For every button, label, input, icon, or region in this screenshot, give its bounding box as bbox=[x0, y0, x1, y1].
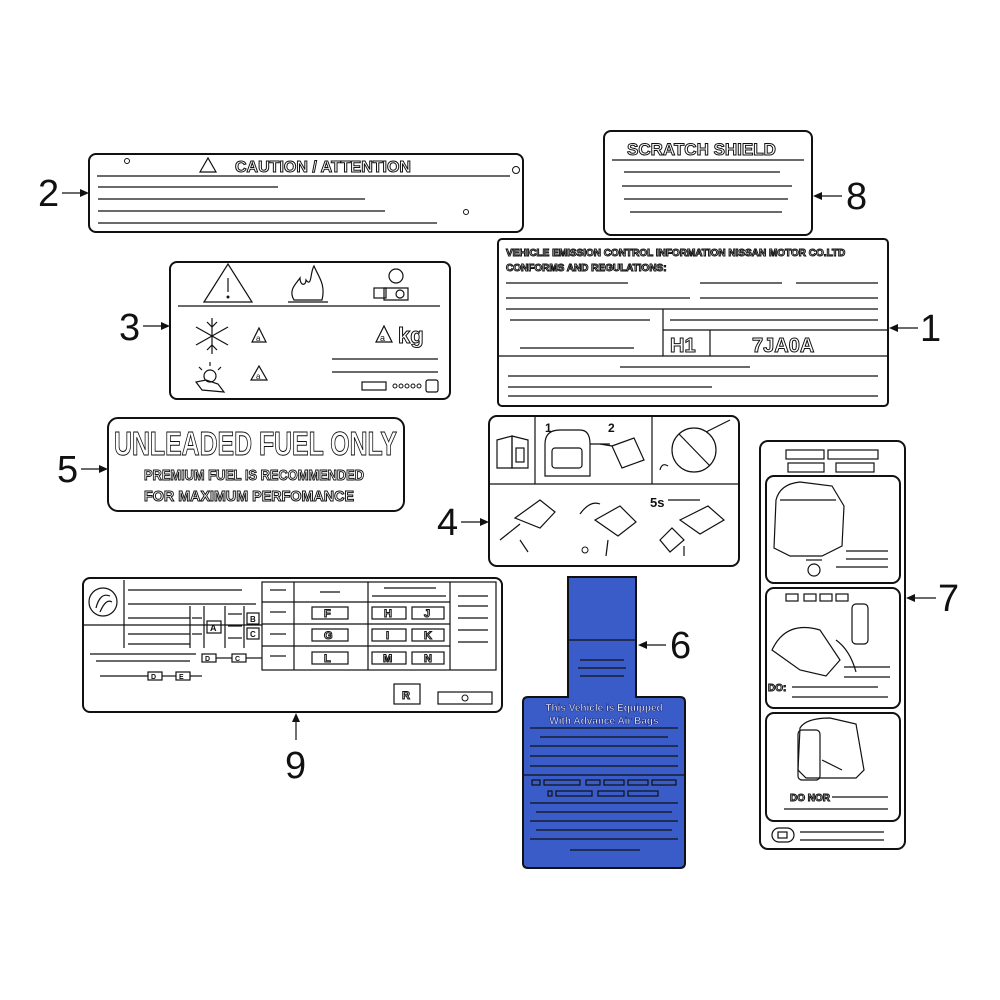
box-d: D bbox=[205, 656, 210, 663]
step-1: 1 bbox=[545, 421, 552, 435]
box-c: C bbox=[250, 630, 256, 639]
airbag-line2: With Advance Air Bags bbox=[549, 716, 659, 727]
vehicle-rear-open-icon bbox=[797, 717, 865, 781]
triangle-a-icon-1: a bbox=[251, 326, 267, 343]
info-badge-icon bbox=[771, 827, 795, 843]
box-k: K bbox=[424, 630, 432, 642]
scratch-shield-title: SCRATCH SHIELD bbox=[627, 140, 776, 159]
fuel-can-icon bbox=[599, 437, 645, 469]
manual-book-icon bbox=[496, 435, 529, 469]
callout-1: 1 bbox=[889, 308, 941, 350]
box-j: J bbox=[424, 608, 430, 620]
triangle-a-icon-3: a bbox=[249, 364, 269, 381]
kg-unit-text: kg bbox=[398, 323, 424, 348]
box-i: I bbox=[386, 630, 389, 642]
emission-code-h1: H1 bbox=[670, 335, 696, 357]
callout-4: 4 bbox=[437, 502, 489, 544]
premium-fuel-line: PREMIUM FUEL IS RECOMMENDED bbox=[144, 467, 364, 484]
callout-3: 3 bbox=[119, 307, 170, 349]
label-tailgate: DO: DO NOR bbox=[759, 440, 906, 850]
box-l: L bbox=[324, 653, 331, 665]
box-h: H bbox=[384, 608, 392, 620]
callout-2: 2 bbox=[38, 173, 89, 215]
svg-text:8: 8 bbox=[846, 176, 867, 218]
nozzle-icon-1 bbox=[499, 499, 556, 553]
svg-text:a: a bbox=[256, 334, 261, 343]
svg-text:3: 3 bbox=[119, 307, 140, 349]
svg-text:5: 5 bbox=[57, 449, 78, 491]
caution-title: CAUTION / ATTENTION bbox=[235, 159, 411, 176]
snowflake-icon bbox=[195, 318, 229, 354]
hand-tailgate-icon bbox=[771, 603, 869, 677]
svg-text:4: 4 bbox=[437, 502, 458, 544]
no-fire-icon bbox=[659, 419, 731, 473]
box-e2: E bbox=[179, 674, 184, 681]
svg-text:1: 1 bbox=[920, 308, 941, 350]
callout-9: 9 bbox=[285, 713, 306, 787]
callout-6: 6 bbox=[638, 625, 691, 667]
callout-5: 5 bbox=[57, 449, 108, 491]
flame-icon bbox=[288, 264, 328, 303]
nozzle-icon-3 bbox=[659, 499, 726, 556]
svg-text:7: 7 bbox=[938, 578, 959, 620]
box-b: B bbox=[250, 615, 256, 624]
box-e: C bbox=[235, 656, 240, 663]
do-instruction: DO: bbox=[768, 683, 786, 694]
svg-text:9: 9 bbox=[285, 745, 306, 787]
warning-exclamation-icon bbox=[202, 262, 254, 303]
svg-text:a: a bbox=[380, 333, 385, 343]
svg-text:6: 6 bbox=[670, 625, 691, 667]
label-airbag: This Vehicle is Equipped With Advance Ai… bbox=[522, 576, 686, 869]
svg-text:2: 2 bbox=[38, 173, 59, 215]
warning-triangle-icon bbox=[198, 156, 218, 173]
triangle-a-icon-2: a bbox=[375, 324, 393, 343]
unleaded-title: UNLEADED FUEL ONLY bbox=[114, 425, 397, 462]
label-refrigerant: a a kg a bbox=[169, 261, 451, 400]
logo-mark-icon bbox=[88, 587, 118, 617]
airbag-line1: This Vehicle is Equipped bbox=[545, 703, 662, 714]
wait-5s: 5s bbox=[650, 495, 664, 510]
max-performance-line: FOR MAXIMUM PERFOMANCE bbox=[144, 488, 354, 505]
box-g: G bbox=[324, 630, 333, 642]
label-scratch-shield: SCRATCH SHIELD bbox=[603, 130, 813, 236]
callout-7: 7 bbox=[906, 578, 959, 620]
emission-code-7ja0a: 7JA0A bbox=[752, 335, 814, 357]
label-caution: CAUTION / ATTENTION bbox=[88, 153, 524, 233]
do-not-instruction: DO NOR bbox=[790, 793, 831, 804]
step-2: 2 bbox=[608, 421, 615, 435]
label-unleaded-fuel: UNLEADED FUEL ONLY PREMIUM FUEL IS RECOM… bbox=[107, 417, 405, 512]
box-r: R bbox=[402, 690, 410, 702]
emission-line1: VEHICLE EMISSION CONTROL INFORMATION NIS… bbox=[506, 248, 845, 259]
box-n: N bbox=[424, 653, 432, 665]
label-refueling: 1 2 5s bbox=[488, 415, 740, 567]
emission-line2: CONFORMS AND REGULATIONS: bbox=[506, 263, 667, 274]
label-spec-grid: A B C D C D E bbox=[82, 577, 503, 713]
callout-8: 8 bbox=[813, 176, 867, 218]
box-m: M bbox=[383, 653, 392, 665]
nozzle-icon-2 bbox=[579, 502, 637, 557]
compressor-icon bbox=[194, 362, 226, 393]
box-f: F bbox=[324, 608, 331, 620]
vehicle-rear-icon bbox=[773, 481, 845, 577]
svg-text:a: a bbox=[256, 372, 261, 381]
box-a: A bbox=[210, 623, 217, 633]
fuel-door-icon bbox=[544, 429, 610, 477]
box-d2: D bbox=[151, 674, 156, 681]
label-emission-control: VEHICLE EMISSION CONTROL INFORMATION NIS… bbox=[497, 238, 889, 407]
read-manual-icon bbox=[373, 268, 409, 301]
